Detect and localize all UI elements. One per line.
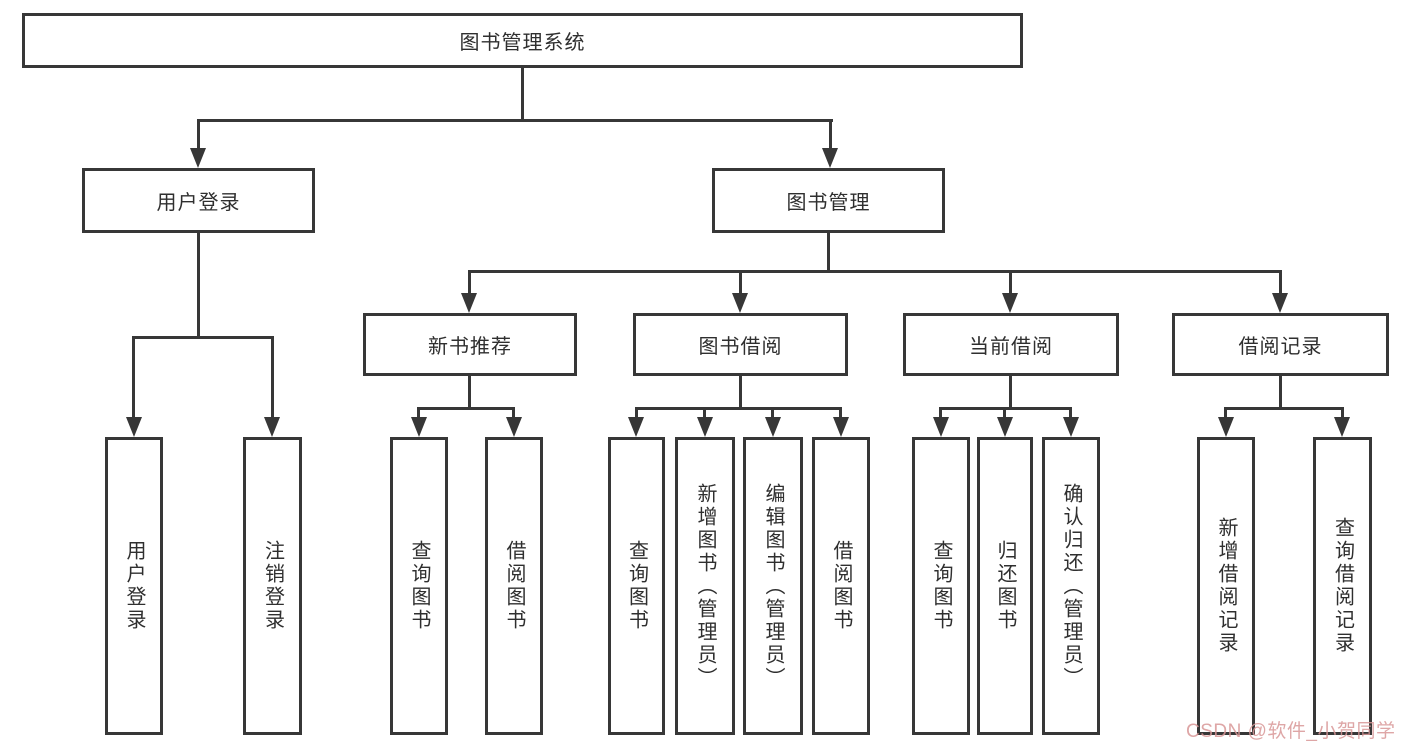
arrow-down-icon — [1218, 417, 1234, 437]
arrow-down-icon — [765, 417, 781, 437]
leaf-add-borrow-record: 新增借阅记录 — [1197, 437, 1255, 735]
connector-line — [839, 409, 842, 419]
leaf-borrow-query: 查询图书 — [608, 437, 665, 735]
leaf-query-borrow-record: 查询借阅记录 — [1313, 437, 1372, 735]
node-book-borrow: 图书借阅 — [633, 313, 848, 376]
node-book-management: 图书管理 — [712, 168, 945, 233]
arrow-down-icon — [264, 417, 280, 437]
arrow-down-icon — [697, 417, 713, 437]
arrow-down-icon — [1002, 293, 1018, 313]
connector-line — [197, 121, 200, 151]
leaf-newbook-query-label: 查询图书 — [408, 540, 430, 632]
node-book-management-label: 图书管理 — [786, 192, 871, 214]
connector-line — [771, 409, 774, 419]
connector-line — [703, 409, 706, 419]
connector-line — [939, 409, 942, 419]
connector-line — [635, 409, 638, 419]
arrow-down-icon — [461, 293, 477, 313]
connector-line — [132, 336, 274, 339]
connector-line — [739, 376, 742, 410]
arrow-down-icon — [190, 148, 206, 168]
leaf-newbook-borrow: 借阅图书 — [485, 437, 543, 735]
leaf-user-login-label: 用户登录 — [123, 540, 145, 632]
leaf-return-book: 归还图书 — [977, 437, 1033, 735]
connector-line — [939, 407, 1072, 410]
connector-line — [1009, 272, 1012, 295]
arrow-down-icon — [833, 417, 849, 437]
connector-line — [197, 233, 200, 339]
leaf-borrow-add-admin-label: 新增图书（管理员） — [694, 482, 716, 690]
connector-line — [1069, 409, 1072, 419]
connector-line — [521, 66, 524, 122]
connector-line — [829, 121, 832, 151]
leaf-confirm-return-admin: 确认归还（管理员） — [1042, 437, 1100, 735]
arrow-down-icon — [933, 417, 949, 437]
arrow-down-icon — [628, 417, 644, 437]
leaf-return-book-label: 归还图书 — [994, 540, 1016, 632]
node-borrow-records: 借阅记录 — [1172, 313, 1389, 376]
leaf-current-query: 查询图书 — [912, 437, 970, 735]
connector-line — [417, 407, 515, 410]
arrow-down-icon — [822, 148, 838, 168]
leaf-borrow-book-label: 借阅图书 — [830, 540, 852, 632]
leaf-add-borrow-record-label: 新增借阅记录 — [1215, 517, 1237, 655]
leaf-user-login: 用户登录 — [105, 437, 163, 735]
node-book-borrow-label: 图书借阅 — [698, 336, 783, 358]
leaf-borrow-add-admin: 新增图书（管理员） — [675, 437, 735, 735]
leaf-borrow-edit-admin-label: 编辑图书（管理员） — [762, 482, 784, 690]
arrow-down-icon — [997, 417, 1013, 437]
connector-line — [635, 407, 842, 410]
connector-line — [468, 270, 1282, 273]
node-new-book-recommend-label: 新书推荐 — [428, 336, 512, 358]
connector-line — [468, 272, 471, 295]
leaf-confirm-return-admin-label: 确认归还（管理员） — [1060, 482, 1082, 690]
node-root: 图书管理系统 — [22, 13, 1023, 68]
connector-line — [1224, 409, 1227, 419]
connector-line — [1279, 272, 1282, 295]
node-user-login-label: 用户登录 — [156, 192, 241, 214]
connector-line — [1224, 407, 1344, 410]
arrow-down-icon — [1063, 417, 1079, 437]
connector-line — [271, 338, 274, 419]
arrow-down-icon — [411, 417, 427, 437]
node-root-label: 图书管理系统 — [459, 32, 586, 54]
node-current-borrow-label: 当前借阅 — [969, 336, 1053, 358]
csdn-watermark: CSDN @软件_小贺同学 — [1186, 721, 1396, 742]
connector-line — [417, 409, 420, 419]
connector-line — [1341, 409, 1344, 419]
leaf-current-query-label: 查询图书 — [930, 540, 952, 632]
node-borrow-records-label: 借阅记录 — [1238, 336, 1323, 358]
arrow-down-icon — [1272, 293, 1288, 313]
leaf-borrow-book: 借阅图书 — [812, 437, 870, 735]
connector-line — [1009, 376, 1012, 410]
connector-line — [512, 409, 515, 419]
arrow-down-icon — [732, 293, 748, 313]
node-user-login: 用户登录 — [82, 168, 315, 233]
leaf-newbook-query: 查询图书 — [390, 437, 448, 735]
arrow-down-icon — [1334, 417, 1350, 437]
arrow-down-icon — [506, 417, 522, 437]
arrow-down-icon — [126, 417, 142, 437]
leaf-logout-label: 注销登录 — [261, 540, 284, 632]
leaf-borrow-query-label: 查询图书 — [625, 540, 648, 632]
leaf-borrow-edit-admin: 编辑图书（管理员） — [743, 437, 803, 735]
connector-line — [468, 376, 471, 410]
leaf-newbook-borrow-label: 借阅图书 — [503, 540, 525, 632]
node-current-borrow: 当前借阅 — [903, 313, 1119, 376]
leaf-query-borrow-record-label: 查询借阅记录 — [1331, 517, 1354, 655]
connector-line — [827, 233, 830, 273]
connector-line — [739, 272, 742, 295]
connector-line — [132, 338, 135, 419]
leaf-logout: 注销登录 — [243, 437, 302, 735]
connector-line — [1279, 376, 1282, 410]
connector-line — [1003, 409, 1006, 419]
node-new-book-recommend: 新书推荐 — [363, 313, 577, 376]
connector-line — [197, 119, 833, 122]
